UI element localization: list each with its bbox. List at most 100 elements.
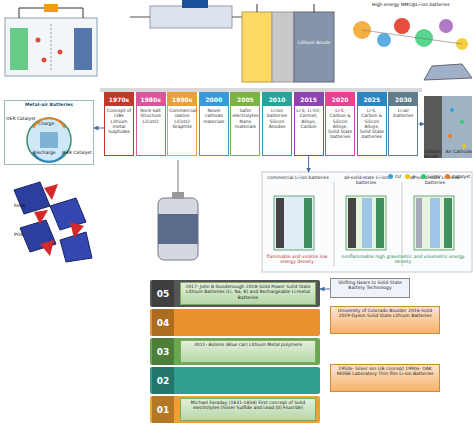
legend-text: Catalyst bbox=[452, 174, 470, 179]
battery-cell-illustration bbox=[44, 4, 58, 12]
legend-swatch bbox=[388, 174, 393, 179]
connector-arrow bbox=[418, 124, 424, 125]
timeline-tile: 2005Safer electrolytes Nano materials bbox=[230, 92, 260, 156]
cell-comparison-illustration bbox=[274, 196, 314, 250]
annotation-label: Charge bbox=[38, 121, 68, 126]
layered-cell-illustration bbox=[242, 12, 272, 82]
node-text: Concept of LIBs Lithium metal Sulphides bbox=[105, 106, 133, 136]
node-text: Michael Faraday (1831-1834) First concep… bbox=[181, 399, 315, 412]
battery-cell-illustration bbox=[36, 38, 41, 43]
timeline-tile: 2000Novel cathode materials bbox=[199, 92, 229, 156]
step-text-box: 2017- John B Goodenough 2018-Solid Power… bbox=[180, 282, 316, 305]
layered-cell-illustration bbox=[314, 4, 315, 12]
molecule-illustration bbox=[362, 30, 462, 44]
step-text-box: Michael Faraday (1831-1834) First concep… bbox=[180, 398, 316, 421]
crystal-structure-illustration bbox=[34, 210, 48, 224]
car-li-air-illustration bbox=[460, 120, 464, 124]
node-text: 04 bbox=[152, 309, 174, 336]
annotation-label: OER Catalyst bbox=[6, 116, 36, 121]
battery-cell-illustration bbox=[42, 58, 47, 63]
node-text: 03 bbox=[152, 338, 174, 365]
cell-setup-illustration bbox=[150, 6, 232, 28]
node-text: 01 bbox=[152, 396, 174, 423]
cell-comparison-illustration bbox=[444, 198, 452, 248]
annotation-label: High energy NMC@Li-ion batteries bbox=[372, 2, 472, 7]
node-text: 2017- John B Goodenough 2018-Solid Power… bbox=[181, 283, 315, 301]
node-text: 2030 bbox=[389, 93, 417, 106]
annotation-label: FeO6 bbox=[14, 203, 44, 208]
cell-comparison-illustration bbox=[262, 172, 472, 272]
cell-comparison-illustration bbox=[304, 198, 312, 248]
legend-text: Li2O2 bbox=[428, 174, 441, 179]
car-li-air-illustration bbox=[448, 134, 452, 138]
battery-cell-illustration bbox=[19, 8, 20, 18]
cell-comparison-illustration bbox=[402, 182, 403, 266]
layered-cell-illustration bbox=[242, 4, 334, 82]
layered-cell-illustration bbox=[294, 12, 334, 82]
crystal-structure-illustration bbox=[60, 232, 92, 262]
legend-item: Li2O2 bbox=[421, 174, 441, 179]
cylinder-cell-illustration bbox=[158, 214, 198, 244]
cell-setup-illustration bbox=[232, 17, 242, 18]
step-band: 03 2011- Bollore (Blue car) Lithium Metal… bbox=[150, 338, 320, 365]
cell-comparison-illustration bbox=[346, 196, 386, 250]
timeline-tile: 2010Li-ion batteries Silicon Anodes bbox=[262, 92, 292, 156]
battery-cell-illustration bbox=[74, 28, 92, 70]
cell-comparison-illustration bbox=[348, 198, 356, 248]
cell-setup-illustration bbox=[130, 17, 150, 18]
legend-item: Catalyst bbox=[445, 174, 470, 179]
layered-cell-illustration bbox=[272, 12, 294, 82]
molecule-illustration bbox=[394, 18, 410, 34]
node-text: Novel cathode materials bbox=[200, 106, 228, 126]
node-text: 1990s bbox=[168, 93, 196, 106]
battery-cell-illustration bbox=[51, 24, 52, 72]
molecule-illustration bbox=[353, 18, 468, 50]
step-text-box: University of Colorado Boulder 2016-Soli… bbox=[330, 306, 440, 334]
node-text: Li-air batteries bbox=[389, 106, 417, 121]
annotation-label: ORR Catalyst bbox=[62, 150, 92, 155]
node-text: 05 bbox=[152, 280, 174, 307]
node-text: Li-ion batteries Silicon Anodes bbox=[263, 106, 291, 131]
node-text: commercial Li-ion batteries bbox=[266, 175, 330, 180]
heading-box: Shifting Gears to Solid State Battery Te… bbox=[330, 278, 410, 298]
step-band: 04 bbox=[150, 309, 320, 336]
molecule-illustration bbox=[377, 33, 391, 47]
timeline-tile: 1970sConcept of LIBs Lithium metal Sulph… bbox=[104, 92, 134, 156]
node-text: Li-S, Carbon & Silicon Alloys, Solid Sta… bbox=[326, 106, 354, 142]
molecule-illustration bbox=[439, 19, 453, 33]
cell-comparison-illustration bbox=[362, 198, 372, 248]
legend: O2e-Li2O2Catalyst bbox=[388, 174, 472, 179]
car-li-air-illustration bbox=[424, 64, 472, 80]
cylinder-cell-illustration bbox=[158, 198, 198, 260]
car-li-air-illustration bbox=[442, 96, 472, 158]
illustration-panel: Lithium AnodeAir Cathode bbox=[424, 60, 472, 170]
crystal-structure-illustration bbox=[40, 240, 54, 256]
node-text: Air Cathode bbox=[444, 149, 472, 154]
node-text: 2000 bbox=[200, 93, 228, 106]
legend-swatch bbox=[445, 174, 450, 179]
battery-cell-illustration bbox=[5, 4, 97, 76]
annotation-label: Lithium Anode bbox=[296, 40, 332, 45]
cylinder-cell-illustration bbox=[178, 160, 179, 192]
node-text: Safer electrolytes Nano materials bbox=[231, 106, 259, 131]
legend-swatch bbox=[421, 174, 426, 179]
battery-cell-illustration bbox=[58, 50, 63, 55]
node-text: flammable and volatile low energy densit… bbox=[264, 254, 330, 265]
crystal-structure-illustration bbox=[14, 182, 50, 214]
node-text: Rock-salt Structure LiCoO2 bbox=[137, 106, 165, 126]
node-text: University of Colorado Boulder 2016-Soli… bbox=[331, 307, 439, 320]
step-text-box: 1950s- Silver Ion LIB concept 1990s- OAK… bbox=[330, 364, 440, 392]
step-text-box: 2011- Bollore (Blue car) Lithium Metal p… bbox=[180, 340, 316, 363]
node-text: Shifting Gears to Solid State Battery Te… bbox=[331, 279, 409, 292]
timeline-tile: 1980sRock-salt Structure LiCoO2 bbox=[136, 92, 166, 156]
car-li-air-illustration bbox=[450, 108, 454, 112]
node-text: 2020 bbox=[326, 93, 354, 106]
cell-setup-illustration bbox=[130, 0, 242, 28]
battery-cell-illustration bbox=[10, 28, 28, 70]
battery-cell-illustration bbox=[83, 8, 84, 18]
cylinder-cell-illustration bbox=[172, 192, 184, 199]
layered-cell-illustration bbox=[257, 4, 258, 12]
cell-comparison-illustration bbox=[276, 198, 284, 248]
node-text: 1970s bbox=[105, 93, 133, 106]
